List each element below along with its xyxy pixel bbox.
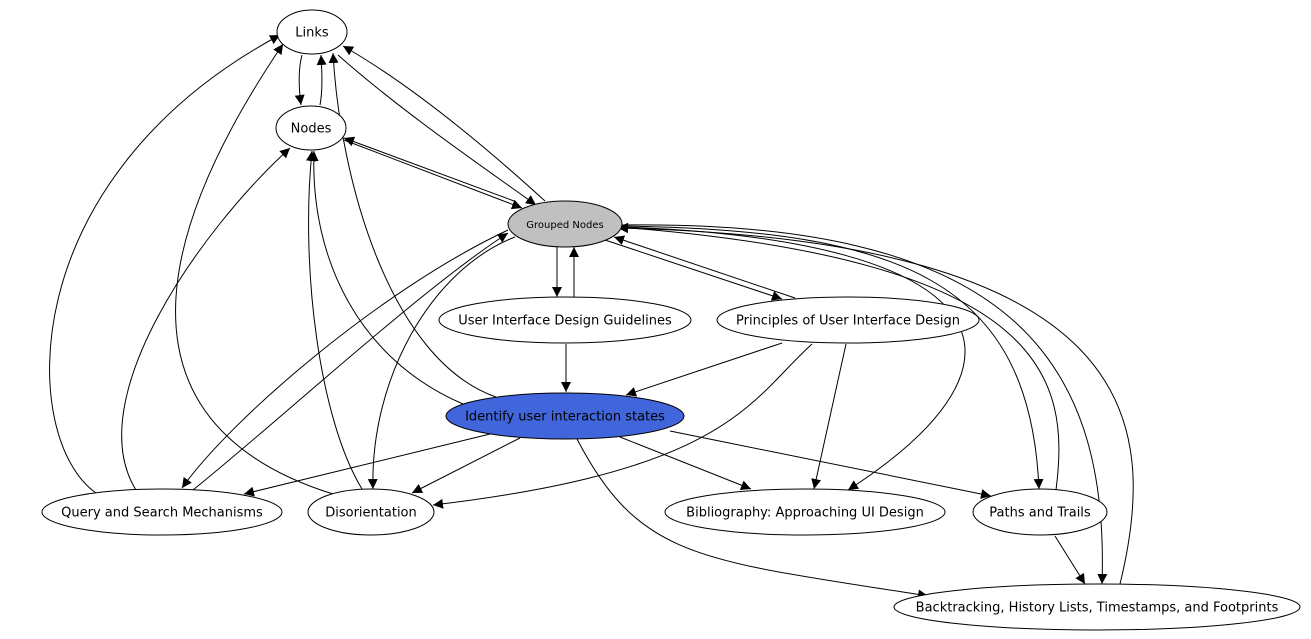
node-paths[interactable]: Paths and Trails — [972, 488, 1108, 536]
node-puid-ellipse[interactable] — [716, 296, 980, 344]
node-backtrack-label: Backtracking, History Lists, Timestamps,… — [916, 601, 1279, 616]
edge-query-to-grouped — [192, 232, 509, 491]
edge-identify-to-paths — [669, 430, 992, 499]
node-links[interactable]: Links — [276, 9, 348, 55]
node-grouped[interactable]: Grouped Nodes — [507, 200, 623, 248]
node-nodes[interactable]: Nodes — [275, 105, 347, 151]
node-biblio[interactable]: Bibliography: Approaching UI Design — [664, 488, 946, 536]
node-uidg-ellipse[interactable] — [438, 296, 692, 344]
node-uidg-label: User Interface Design Guidelines — [458, 314, 672, 329]
edge-puid-to-grouped — [613, 235, 796, 299]
node-query[interactable]: Query and Search Mechanisms — [41, 488, 283, 536]
edge-query-to-links — [49, 34, 281, 494]
node-nodes-label: Nodes — [291, 122, 332, 137]
node-biblio-ellipse[interactable] — [664, 488, 946, 536]
edge-identify-to-disorient — [411, 437, 521, 494]
node-query-ellipse[interactable] — [41, 488, 283, 536]
node-disorient[interactable]: Disorientation — [307, 488, 435, 536]
node-puid[interactable]: Principles of User Interface Design — [716, 296, 980, 344]
node-links-ellipse[interactable] — [276, 9, 348, 55]
edge-grouped-to-paths — [621, 225, 1044, 490]
edge-grouped-to-disorient — [367, 236, 516, 490]
edge-paths-to-grouped — [617, 222, 1060, 491]
edge-nodes-to-grouped — [343, 139, 523, 210]
node-identify[interactable]: Identify user interaction states — [445, 392, 685, 440]
edge-grouped-to-links — [342, 45, 546, 202]
edge-puid-to-identify — [625, 342, 783, 397]
edge-grouped-to-puid — [604, 239, 783, 301]
edge-links-to-grouped — [337, 54, 537, 206]
node-identify-ellipse[interactable] — [445, 392, 685, 440]
edge-paths-to-backtrack — [1054, 535, 1086, 585]
node-backtrack[interactable]: Backtracking, History Lists, Timestamps,… — [893, 583, 1301, 631]
node-query-label: Query and Search Mechanisms — [61, 506, 263, 521]
edge-backtrack-to-grouped — [617, 223, 1134, 585]
edge-nodes-to-links — [316, 54, 327, 106]
node-identify-label: Identify user interaction states — [465, 410, 665, 425]
edge-query-to-nodes — [121, 147, 291, 491]
node-biblio-label: Bibliography: Approaching UI Design — [686, 506, 924, 521]
edge-identify-to-links — [328, 52, 497, 398]
edge-disorient-to-links — [175, 43, 334, 495]
edge-grouped-to-query — [181, 229, 509, 489]
node-disorient-label: Disorientation — [325, 506, 417, 521]
edge-puid-to-biblio — [811, 343, 847, 490]
node-grouped-label: Grouped Nodes — [526, 220, 603, 231]
edge-identify-to-query — [243, 433, 491, 497]
edge-identify-to-nodes — [308, 150, 464, 405]
edge-links-to-nodes — [294, 54, 305, 106]
node-links-label: Links — [295, 26, 329, 41]
edge-identify-to-biblio — [619, 436, 752, 490]
node-paths-label: Paths and Trails — [989, 506, 1091, 521]
edge-puid-to-disorient — [432, 343, 813, 509]
node-backtrack-ellipse[interactable] — [893, 583, 1301, 631]
node-paths-ellipse[interactable] — [972, 488, 1108, 536]
node-nodes-ellipse[interactable] — [275, 105, 347, 151]
node-disorient-ellipse[interactable] — [307, 488, 435, 536]
node-puid-label: Principles of User Interface Design — [736, 314, 960, 329]
node-uidg[interactable]: User Interface Design Guidelines — [438, 296, 692, 344]
node-grouped-ellipse[interactable] — [507, 200, 623, 248]
edge-grouped-to-nodes — [343, 136, 515, 202]
edge-grouped-to-backtrack — [621, 224, 1108, 585]
edge-disorient-to-nodes — [306, 150, 363, 490]
edge-identify-to-backtrack — [576, 438, 929, 600]
